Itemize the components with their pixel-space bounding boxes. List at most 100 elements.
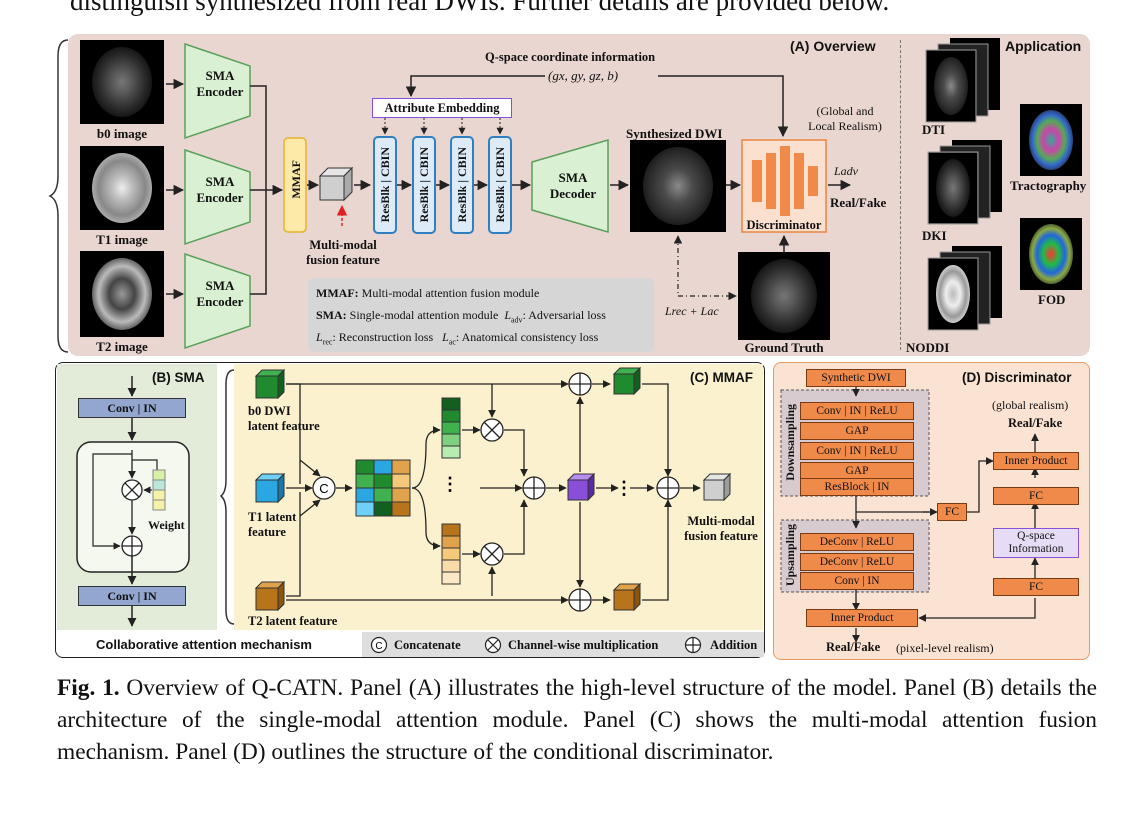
pixel-realism: (pixel-level realism) — [896, 641, 994, 655]
down-layer-2: GAP — [800, 422, 914, 440]
green-weights — [441, 397, 461, 459]
legend-addition-icon — [684, 636, 702, 654]
mmaf-box — [283, 137, 307, 233]
down-layer-4: GAP — [800, 462, 914, 480]
discriminator-label: Discriminator — [746, 218, 822, 232]
t1-latent-label: T1 latent feature — [248, 510, 297, 539]
sma-conv-bottom: Conv | IN — [78, 586, 186, 606]
resblk-2: ResBlk | CBIN — [412, 136, 436, 234]
fc-box-top: FC — [993, 487, 1079, 505]
concat-symbol: C — [319, 481, 328, 496]
legend-multiply-icon — [484, 636, 502, 654]
mmaf-output-label: Multi-modal fusion feature — [684, 514, 758, 543]
ground-truth-label: Ground Truth — [744, 340, 824, 355]
resblk-1: ResBlk | CBIN — [373, 136, 397, 234]
app-dti: DTI — [922, 122, 946, 137]
down-layer-5: ResBlock | IN — [800, 478, 914, 496]
downsampling-label: Downsampling — [783, 404, 797, 481]
figure-caption: Fig. 1. Overview of Q-CATN. Panel (A) il… — [57, 675, 1097, 765]
decoder-label: SMA Decoder — [549, 170, 597, 201]
sma-decoder — [531, 139, 609, 233]
l-adv-label: Ladv — [834, 164, 858, 178]
encoder-label-3: SMA Encoder — [196, 278, 244, 309]
sma-encoder-2 — [184, 148, 251, 246]
dti-image — [927, 51, 975, 121]
t1-cube — [254, 472, 286, 504]
global-realism: (global realism) — [992, 398, 1069, 412]
loss-expr: Lrec + Lac — [665, 304, 719, 318]
fc-box-mid: FC — [937, 503, 967, 521]
purple-cube — [566, 472, 596, 502]
panel-b-title: (B) SMA — [152, 370, 205, 385]
global-local-label: (Global and Local Realism) — [808, 104, 882, 133]
inner-product-top: Inner Product — [993, 452, 1079, 470]
synthesized-dwi — [630, 140, 726, 232]
legend-channel: Channel-wise multiplication — [508, 638, 659, 652]
t2-cube — [254, 580, 286, 612]
encoder-label-2: SMA Encoder — [196, 174, 244, 205]
up-layer-1: DeConv | ReLU — [800, 533, 914, 551]
resblk-3: ResBlk | CBIN — [450, 136, 474, 234]
concat-grid — [355, 459, 411, 517]
app-tractography: Tractography — [1010, 178, 1087, 193]
fusion-feature-label: Multi-modal fusion feature — [306, 238, 380, 267]
down-layer-1: Conv | IN | ReLU — [800, 402, 914, 420]
ground-truth-image — [738, 252, 830, 340]
legend-line-3: Lrec: Reconstruction loss Lac: Anatomica… — [316, 330, 599, 347]
up-layer-3: Conv | IN — [800, 572, 914, 590]
panel-d-title: (D) Discriminator — [962, 370, 1072, 385]
svg-text:⋮: ⋮ — [615, 478, 633, 498]
real-fake-top: Real/Fake — [1008, 416, 1063, 430]
sma-conv-top: Conv | IN — [78, 398, 186, 418]
fc-box-bottom: FC — [993, 578, 1079, 596]
b0-cube — [254, 368, 286, 400]
inner-product-bottom: Inner Product — [806, 609, 918, 627]
b0-latent-label: b0 DWI latent feature — [248, 404, 320, 433]
real-fake-label: Real/Fake — [830, 195, 887, 210]
panel-c-diagram: C ⋮ ⋮ — [254, 366, 732, 612]
panel-a-legend — [308, 278, 654, 352]
tractography-image — [1020, 104, 1082, 176]
panel-a-title: (A) Overview — [790, 38, 876, 54]
legend-line-2: SMA: Single-modal attention module Ladv:… — [316, 308, 606, 325]
b0-image — [80, 40, 164, 124]
resblk-4: ResBlk | CBIN — [488, 136, 512, 234]
qspace-vars: (gx, gy, gz, b) — [548, 68, 619, 83]
legend-concat-icon: C — [370, 636, 388, 654]
panel-c-brace — [220, 369, 235, 625]
t2-image-label: T2 image — [96, 339, 148, 354]
synthetic-dwi-box: Synthetic DWI — [806, 369, 906, 387]
collab-label: Collaborative attention mechanism — [96, 637, 312, 652]
noddi-image — [929, 259, 977, 329]
b0-image-label: b0 image — [96, 126, 148, 141]
upsampling-label: Upsampling — [783, 524, 797, 587]
dki-image — [929, 153, 977, 223]
b0-out-cube — [612, 366, 642, 396]
legend-line-1: MMAF: Multi-modal attention fusion modul… — [316, 286, 540, 300]
app-dki: DKI — [922, 228, 947, 243]
sma-encoder-1 — [184, 42, 251, 140]
real-fake-bottom: Real/Fake — [826, 640, 881, 654]
down-layer-3: Conv | IN | ReLU — [800, 442, 914, 460]
encoder-label-1: SMA Encoder — [196, 68, 244, 99]
orange-weights — [441, 523, 461, 585]
sma-encoder-3 — [184, 252, 251, 350]
qspace-title: Q-space coordinate information — [485, 50, 656, 64]
left-brace — [48, 39, 69, 353]
attribute-embedding: Attribute Embedding — [372, 98, 512, 118]
fod-image — [1020, 218, 1082, 290]
svg-text:⋮: ⋮ — [441, 474, 459, 494]
top-text: distinguish synthesized from real DWIs. … — [70, 0, 890, 16]
qspace-info-box: Q-space Information — [993, 528, 1079, 558]
panel-bc-frame — [55, 362, 765, 658]
application-title: Application — [1005, 38, 1082, 54]
legend-concat: Concatenate — [394, 638, 461, 652]
mmaf-label: MMAF — [289, 160, 303, 199]
t1-image — [80, 146, 164, 230]
t2-image — [80, 251, 164, 337]
panel-c-title: (C) MMAF — [690, 370, 753, 385]
synthesized-label: Synthesized DWI — [626, 126, 723, 141]
t2-out-cube — [612, 582, 642, 612]
weight-label: Weight — [148, 518, 185, 532]
t1-image-label: T1 image — [96, 232, 148, 247]
